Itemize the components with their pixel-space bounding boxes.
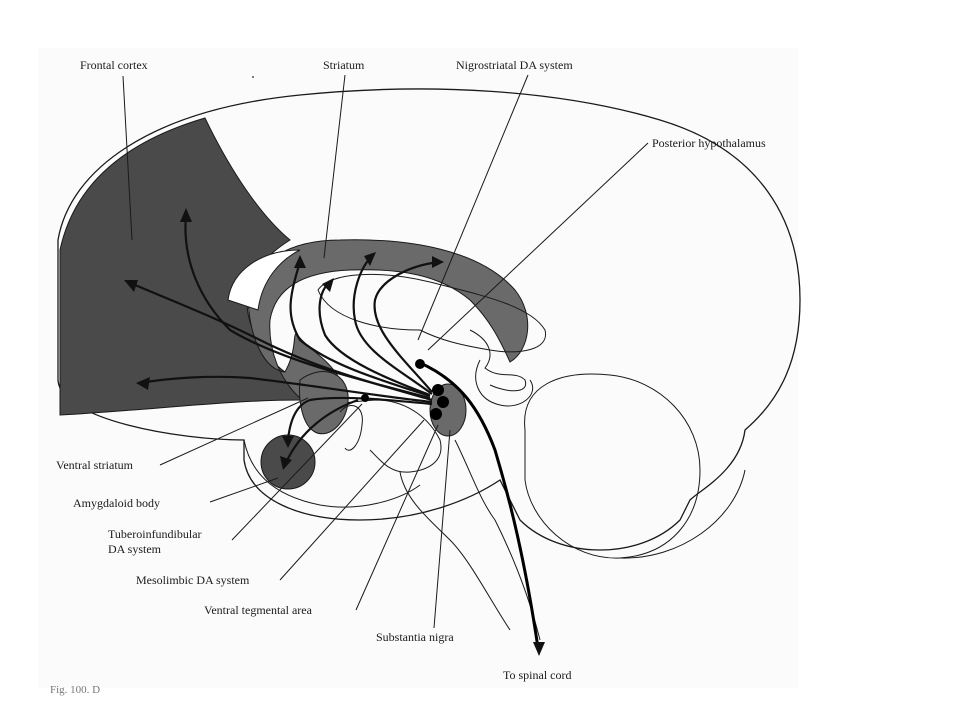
labels: Frontal cortex Striatum Nigrostriatal DA… xyxy=(50,58,766,696)
scan-speck xyxy=(252,76,254,78)
brain-outline xyxy=(57,88,801,551)
pons-outline xyxy=(524,373,701,559)
leader-frontal-cortex xyxy=(122,75,133,241)
figure-caption: Fig. 100. D xyxy=(50,684,100,696)
pathway-to-striatum-3 xyxy=(352,255,433,395)
hook-structure xyxy=(339,405,363,451)
inner-contour-1 xyxy=(469,329,527,392)
pathway-to-frontal-lower xyxy=(139,375,433,404)
cerebellum-outline xyxy=(619,469,746,559)
leader-tuberoinfundibular xyxy=(231,403,363,541)
arrowhead-amygdala xyxy=(280,456,292,470)
label-posterior-hypothalamus: Posterior hypothalamus xyxy=(652,136,766,150)
substantia-nigra-region xyxy=(429,383,467,437)
label-spinal-cord: To spinal cord xyxy=(503,668,571,682)
nucleus-nigra-2 xyxy=(437,396,449,408)
label-amygdaloid-body: Amygdaloid body xyxy=(73,496,160,510)
label-nigrostriatal: Nigrostriatal DA system xyxy=(456,58,573,72)
arrowhead-striatum-3 xyxy=(364,252,376,266)
leader-ventral-striatum xyxy=(159,397,309,466)
label-ventral-tegmental: Ventral tegmental area xyxy=(204,603,313,617)
label-frontal-cortex: Frontal cortex xyxy=(80,58,148,72)
label-mesolimbic: Mesolimbic DA system xyxy=(136,573,250,587)
arrowheads xyxy=(124,208,545,656)
pathway-to-striatum-4 xyxy=(373,260,441,393)
pathway-to-frontal-middle xyxy=(184,214,431,400)
label-ventral-striatum: Ventral striatum xyxy=(56,458,134,472)
label-substantia-nigra: Substantia nigra xyxy=(376,630,454,644)
pathway-to-spinal-cord xyxy=(417,360,540,649)
label-tuberoinfundibular-2: DA system xyxy=(108,542,162,556)
leader-nigrostriatal xyxy=(417,74,529,341)
inner-contour-2 xyxy=(475,359,533,407)
arrowhead-striatum-1 xyxy=(294,255,306,268)
temporal-lobe-contour xyxy=(243,439,421,508)
label-striatum: Striatum xyxy=(323,58,365,72)
pathway-to-striatum-1 xyxy=(289,261,431,398)
arrowhead-frontal-lower xyxy=(136,377,150,390)
arrowhead-frontal-upper xyxy=(124,280,138,292)
nucleus-vta xyxy=(430,408,442,420)
lateral-ventricle xyxy=(227,249,301,311)
arrowhead-ventral-striatum xyxy=(282,436,294,448)
arrowhead-spinal-cord xyxy=(533,642,545,656)
label-tuberoinfundibular-1: Tuberoinfundibular xyxy=(108,527,202,541)
dopamine-pathways xyxy=(127,214,540,649)
leader-lines xyxy=(122,74,649,629)
nucleus-posterior-hypothalamus xyxy=(415,359,425,369)
leader-mesolimbic xyxy=(279,419,425,581)
leader-substantia-nigra xyxy=(433,429,451,629)
leader-posterior-hypothalamus xyxy=(427,142,649,351)
leader-ventral-tegmental xyxy=(355,424,439,611)
nucleus-tuberoinfundibular xyxy=(361,394,369,402)
leader-striatum xyxy=(323,74,346,259)
brainstem-contour xyxy=(399,471,511,631)
arrowhead-frontal-middle xyxy=(180,208,192,222)
arrowhead-striatum-2 xyxy=(322,278,334,292)
pathway-to-striatum-2 xyxy=(318,281,431,397)
arrowhead-striatum-4 xyxy=(432,256,444,268)
nucleus-nigra-1 xyxy=(432,384,444,396)
leader-amygdaloid-body xyxy=(209,477,279,503)
nuclei xyxy=(361,359,449,420)
pathway-to-ventral-striatum xyxy=(286,396,433,441)
thalamus-outline xyxy=(317,273,546,353)
ventral-striatum-region xyxy=(299,371,349,435)
pathway-to-amygdala xyxy=(283,398,359,466)
